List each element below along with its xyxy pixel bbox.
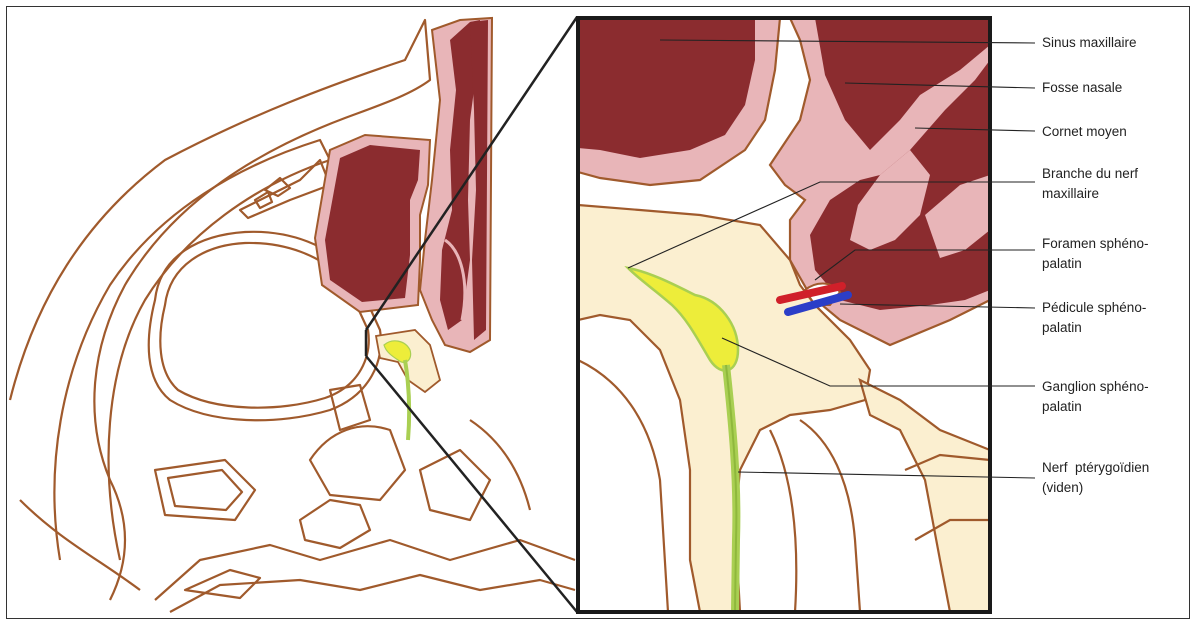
label-foramen: Foramen sphéno- palatin	[1042, 234, 1149, 274]
orbit-outline	[54, 140, 330, 560]
label-nerf-pterygoidien: Nerf ptérygoïdien (viden)	[1042, 458, 1149, 498]
label-pedicule: Pédicule sphéno- palatin	[1042, 298, 1146, 338]
overview-nerve	[405, 360, 409, 440]
label-cornet-moyen: Cornet moyen	[1042, 122, 1127, 142]
zoom-panel	[578, 18, 990, 612]
label-fosse-nasale: Fosse nasale	[1042, 78, 1122, 98]
label-sinus-maxillaire: Sinus maxillaire	[1042, 33, 1137, 53]
label-ganglion: Ganglion sphéno- palatin	[1042, 377, 1149, 417]
label-branche-nerf: Branche du nerf maxillaire	[1042, 164, 1138, 204]
ethmoid-cells	[240, 160, 330, 218]
teeth-area	[155, 540, 575, 600]
overview-sinus-dark	[325, 145, 420, 302]
